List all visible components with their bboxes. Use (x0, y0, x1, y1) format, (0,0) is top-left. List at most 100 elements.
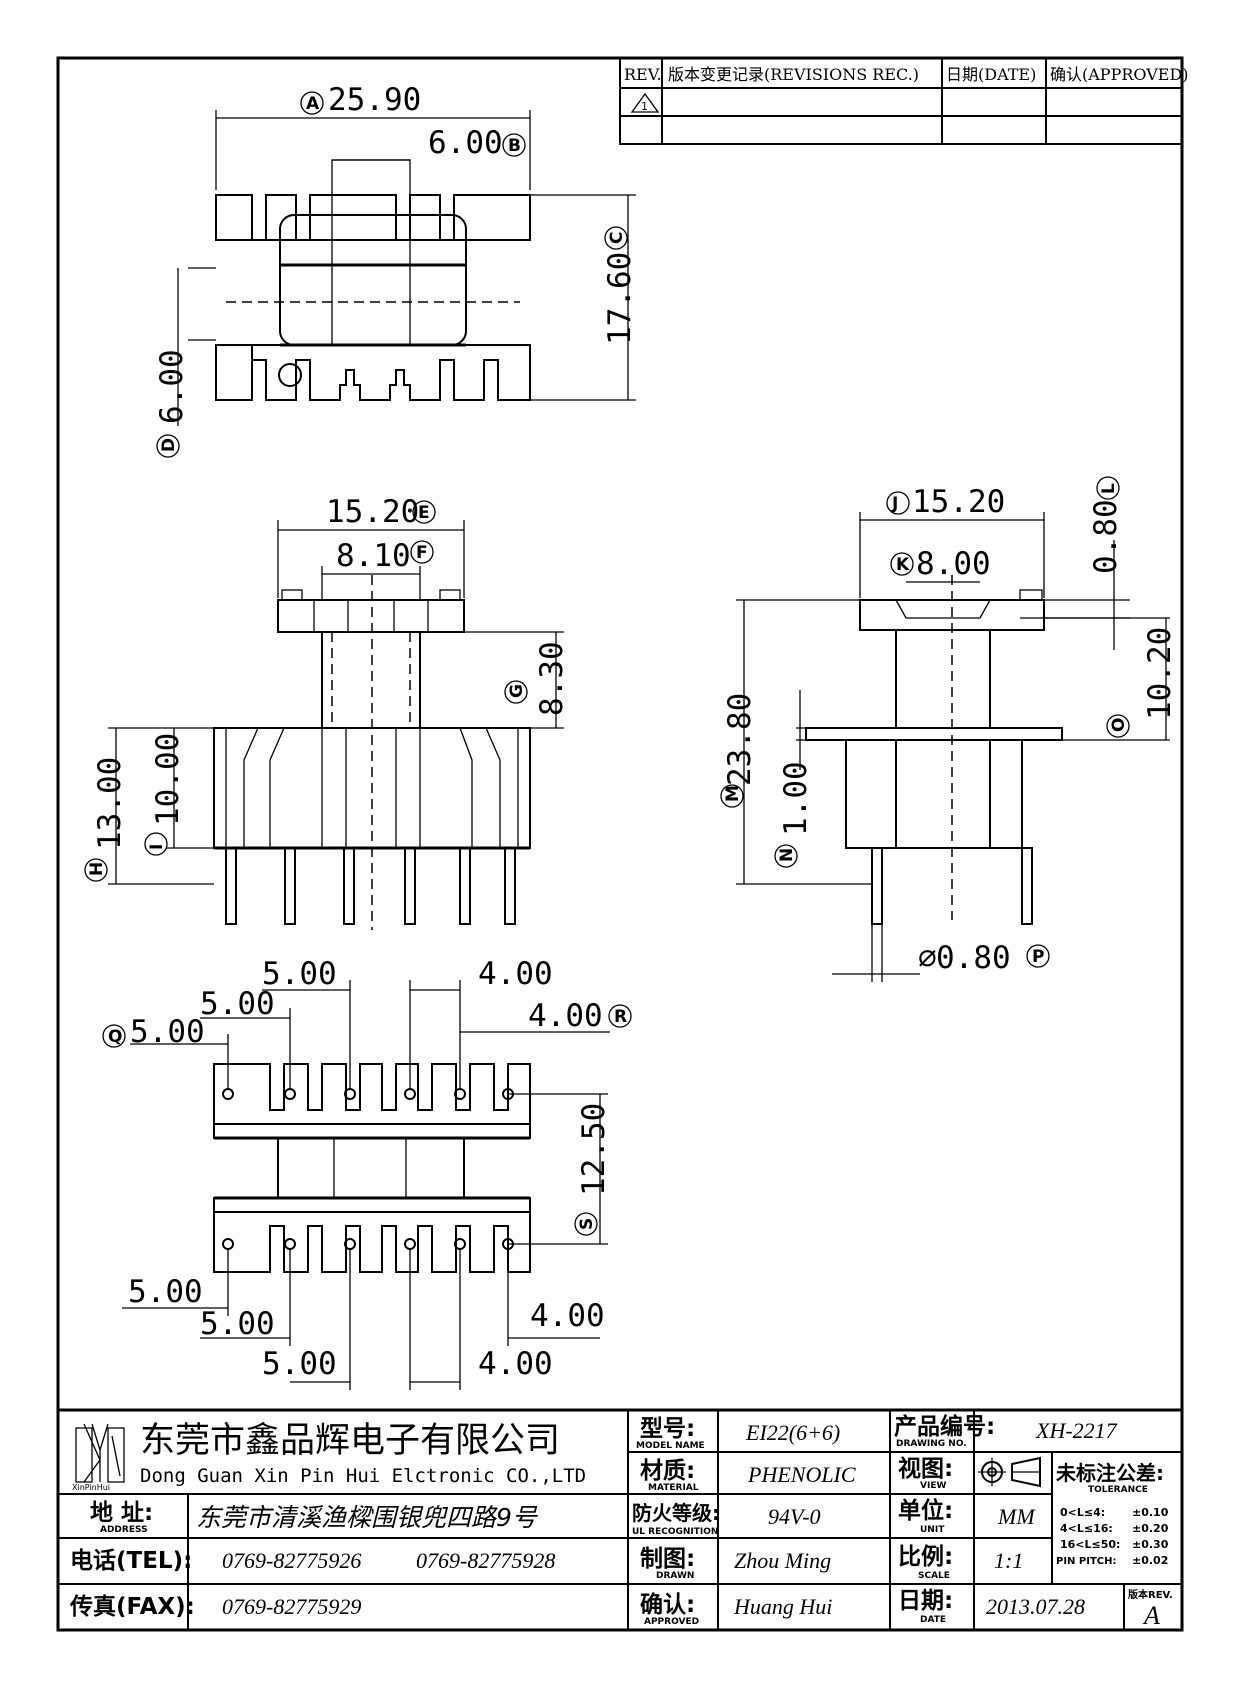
drawing-no-label: 产品编号: (894, 1413, 995, 1440)
circle-label-c: C (607, 232, 627, 244)
pin-view (213, 1063, 531, 1273)
dim-j: 15.20 (912, 484, 1005, 520)
drawn-label: 制图: (640, 1546, 695, 1572)
date-col-header: 日期(DATE) (946, 65, 1036, 84)
dim-p: 0.80 (936, 940, 1011, 976)
circle-label-p: P (1032, 947, 1044, 967)
tol-val-4: ±0.02 (1132, 1554, 1168, 1567)
front-view-dimensions: 15.20 E 8.10 F 8.30 G 13.00 H 10.00 I (84, 494, 570, 885)
dim-l: 0.80 (1088, 499, 1124, 574)
tol-val-2: ±0.20 (1132, 1522, 1169, 1535)
dim-q: 5.00 (130, 1014, 205, 1050)
dim-m: 23.80 (722, 693, 758, 786)
dim-top-4a: 4.00 (478, 956, 553, 992)
tel-1: 0769-82775926 (222, 1548, 361, 1573)
approved-sub: APPROVED (644, 1617, 699, 1627)
circle-label-f: F (416, 543, 428, 563)
company-name-cn: 东莞市鑫品辉电子有限公司 (140, 1421, 560, 1461)
record-col-header: 版本变更记录(REVISIONS REC.) (668, 65, 919, 84)
title-block: XinPinHui 东莞市鑫品辉电子有限公司 Dong Guan Xin Pin… (58, 1408, 1182, 1630)
drawn-value: Zhou Ming (734, 1548, 831, 1573)
dim-top-5a: 5.00 (262, 956, 337, 992)
approved-label: 确认: (640, 1592, 695, 1618)
revision-number: 1 (641, 100, 648, 113)
company-name-en: Dong Guan Xin Pin Hui Elctronic CO.,LTD (140, 1465, 586, 1487)
dim-bot-5a: 5.00 (128, 1274, 203, 1310)
address-value: 东莞市清溪渔樑围银兜四路9号 (196, 1503, 539, 1532)
revision-triangle-icon (630, 92, 660, 113)
date-label: 日期: (898, 1588, 953, 1614)
dim-c: 17.60 (602, 252, 638, 345)
rev-col-header: REV. (624, 65, 662, 84)
dim-d: 6.00 (154, 349, 190, 424)
view-sub: VIEW (920, 1481, 946, 1491)
scale-label: 比例: (898, 1544, 953, 1570)
side-view-dimensions: J 15.20 K 8.00 0.80 L 10.20 O 23.80 M 1.… (720, 476, 1178, 982)
drawing-no-value: XH-2217 (1035, 1418, 1118, 1443)
address-label: 地 址: (90, 1500, 153, 1526)
company-logo: XinPinHui (72, 1423, 125, 1492)
diameter-symbol: ⌀ (918, 940, 937, 976)
dim-i: 10.00 (150, 733, 186, 826)
dim-a: 25.90 (328, 82, 421, 118)
material-sub: MATERIAL (648, 1483, 699, 1493)
dim-bot-4a: 4.00 (530, 1298, 605, 1334)
dim-b: 6.00 (428, 125, 503, 161)
fax-value: 0769-82775929 (222, 1594, 361, 1619)
dim-k: 8.00 (916, 546, 991, 582)
drawn-sub: DRAWN (656, 1571, 694, 1581)
material-value: PHENOLIC (747, 1462, 856, 1487)
top-view (188, 159, 531, 401)
dim-r: 4.00 (528, 998, 603, 1034)
fax-label: 传真(FAX): (69, 1593, 195, 1620)
circle-label-q: Q (108, 1027, 122, 1047)
dim-n: 1.00 (778, 761, 814, 836)
tol-val-3: ±0.30 (1132, 1538, 1169, 1551)
date-value: 2013.07.28 (986, 1594, 1085, 1619)
dim-bot-4b: 4.00 (478, 1346, 553, 1382)
tol-val-1: ±0.10 (1132, 1506, 1169, 1519)
dim-s: 12.50 (576, 1103, 612, 1196)
model-value: EI22(6+6) (745, 1420, 840, 1445)
rev-value: A (1142, 1601, 1160, 1630)
logo-text: XinPinHui (72, 1483, 110, 1492)
scale-sub: SCALE (918, 1571, 950, 1581)
tol-range-3: 16<L≤50: (1060, 1538, 1120, 1551)
view-label: 视图: (898, 1455, 953, 1482)
approved-value: Huang Hui (733, 1594, 832, 1619)
ul-sub: UL RECOGNITION (632, 1527, 718, 1537)
front-view-pins (225, 847, 516, 925)
circle-label-d: D (159, 438, 179, 452)
dim-e: 15.20 (326, 494, 419, 530)
circle-label-g: G (507, 684, 527, 698)
revision-table: REV. 版本变更记录(REVISIONS REC.) 日期(DATE) 确认(… (619, 57, 1189, 145)
model-label: 型号: (640, 1416, 695, 1442)
dim-bot-5b: 5.00 (200, 1306, 275, 1342)
tolerance-sub: TOLERANCE (1088, 1485, 1148, 1495)
circle-label-e: E (418, 503, 430, 523)
circle-label-a: A (306, 94, 320, 114)
drawing-no-sub: DRAWING NO. (896, 1439, 967, 1449)
circle-label-m: M (723, 785, 743, 802)
ul-value: 94V-0 (768, 1504, 821, 1529)
dim-g: 8.30 (534, 641, 570, 716)
circle-label-r: R (614, 1007, 627, 1027)
dim-f: 8.10 (336, 538, 411, 574)
tolerance-label: 未标注公差: (1056, 1461, 1164, 1485)
circle-label-l: L (1099, 483, 1119, 494)
circle-label-b: B (508, 136, 521, 156)
address-sub: ADDRESS (100, 1525, 148, 1535)
unit-sub: UNIT (920, 1525, 945, 1535)
tol-range-2: 4<L≤16: (1060, 1522, 1113, 1535)
side-view (805, 575, 1063, 925)
top-view-dimensions: A 25.90 6.00 B 17.60 C 6.00 D (154, 82, 638, 458)
tol-range-4: PIN PITCH: (1056, 1556, 1116, 1567)
scale-value: 1:1 (994, 1548, 1023, 1573)
circle-label-h: H (87, 862, 107, 876)
unit-label: 单位: (898, 1497, 953, 1524)
rev-label: 版本REV. (1128, 1588, 1173, 1601)
approved-col-header: 确认(APPROVED) (1050, 65, 1189, 84)
model-sub: MODEL NAME (636, 1441, 705, 1451)
circle-label-n: N (777, 848, 797, 862)
